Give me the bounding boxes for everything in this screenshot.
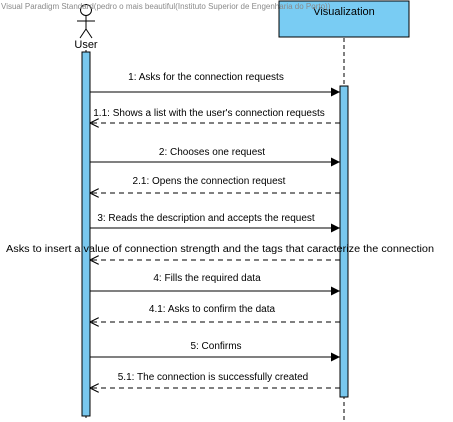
- stick-figure-actor-icon[interactable]: [77, 4, 95, 39]
- message-label-9: 5: Confirms: [190, 341, 241, 352]
- message-label-4: 2.1: Opens the connection request: [133, 176, 286, 187]
- message-label-5: 3: Reads the description and accepts the…: [97, 213, 315, 224]
- message-label-8: 4.1: Asks to confirm the data: [149, 304, 276, 315]
- message-label-10: 5.1: The connection is successfully crea…: [118, 372, 308, 383]
- messages-group: 1: Asks for the connection requests 1.1:…: [6, 72, 434, 388]
- visualization-activation-bar: [339, 85, 349, 398]
- message-label-2: 1.1: Shows a list with the user's connec…: [93, 108, 324, 119]
- message-label-1: 1: Asks for the connection requests: [128, 72, 284, 83]
- message-label-7: 4: Fills the required data: [153, 273, 261, 284]
- visualization-participant-label: Visualization: [313, 6, 375, 18]
- user-activation-bar: [81, 51, 91, 417]
- visualization-participant-box[interactable]: [278, 0, 410, 38]
- watermark-text: Visual Paradigm Standard(pedro o mais be…: [1, 2, 331, 11]
- message-label-3: 2: Chooses one request: [159, 147, 265, 158]
- user-actor-label: User: [74, 39, 98, 51]
- message-label-6: Asks to insert a value of connection str…: [6, 244, 434, 255]
